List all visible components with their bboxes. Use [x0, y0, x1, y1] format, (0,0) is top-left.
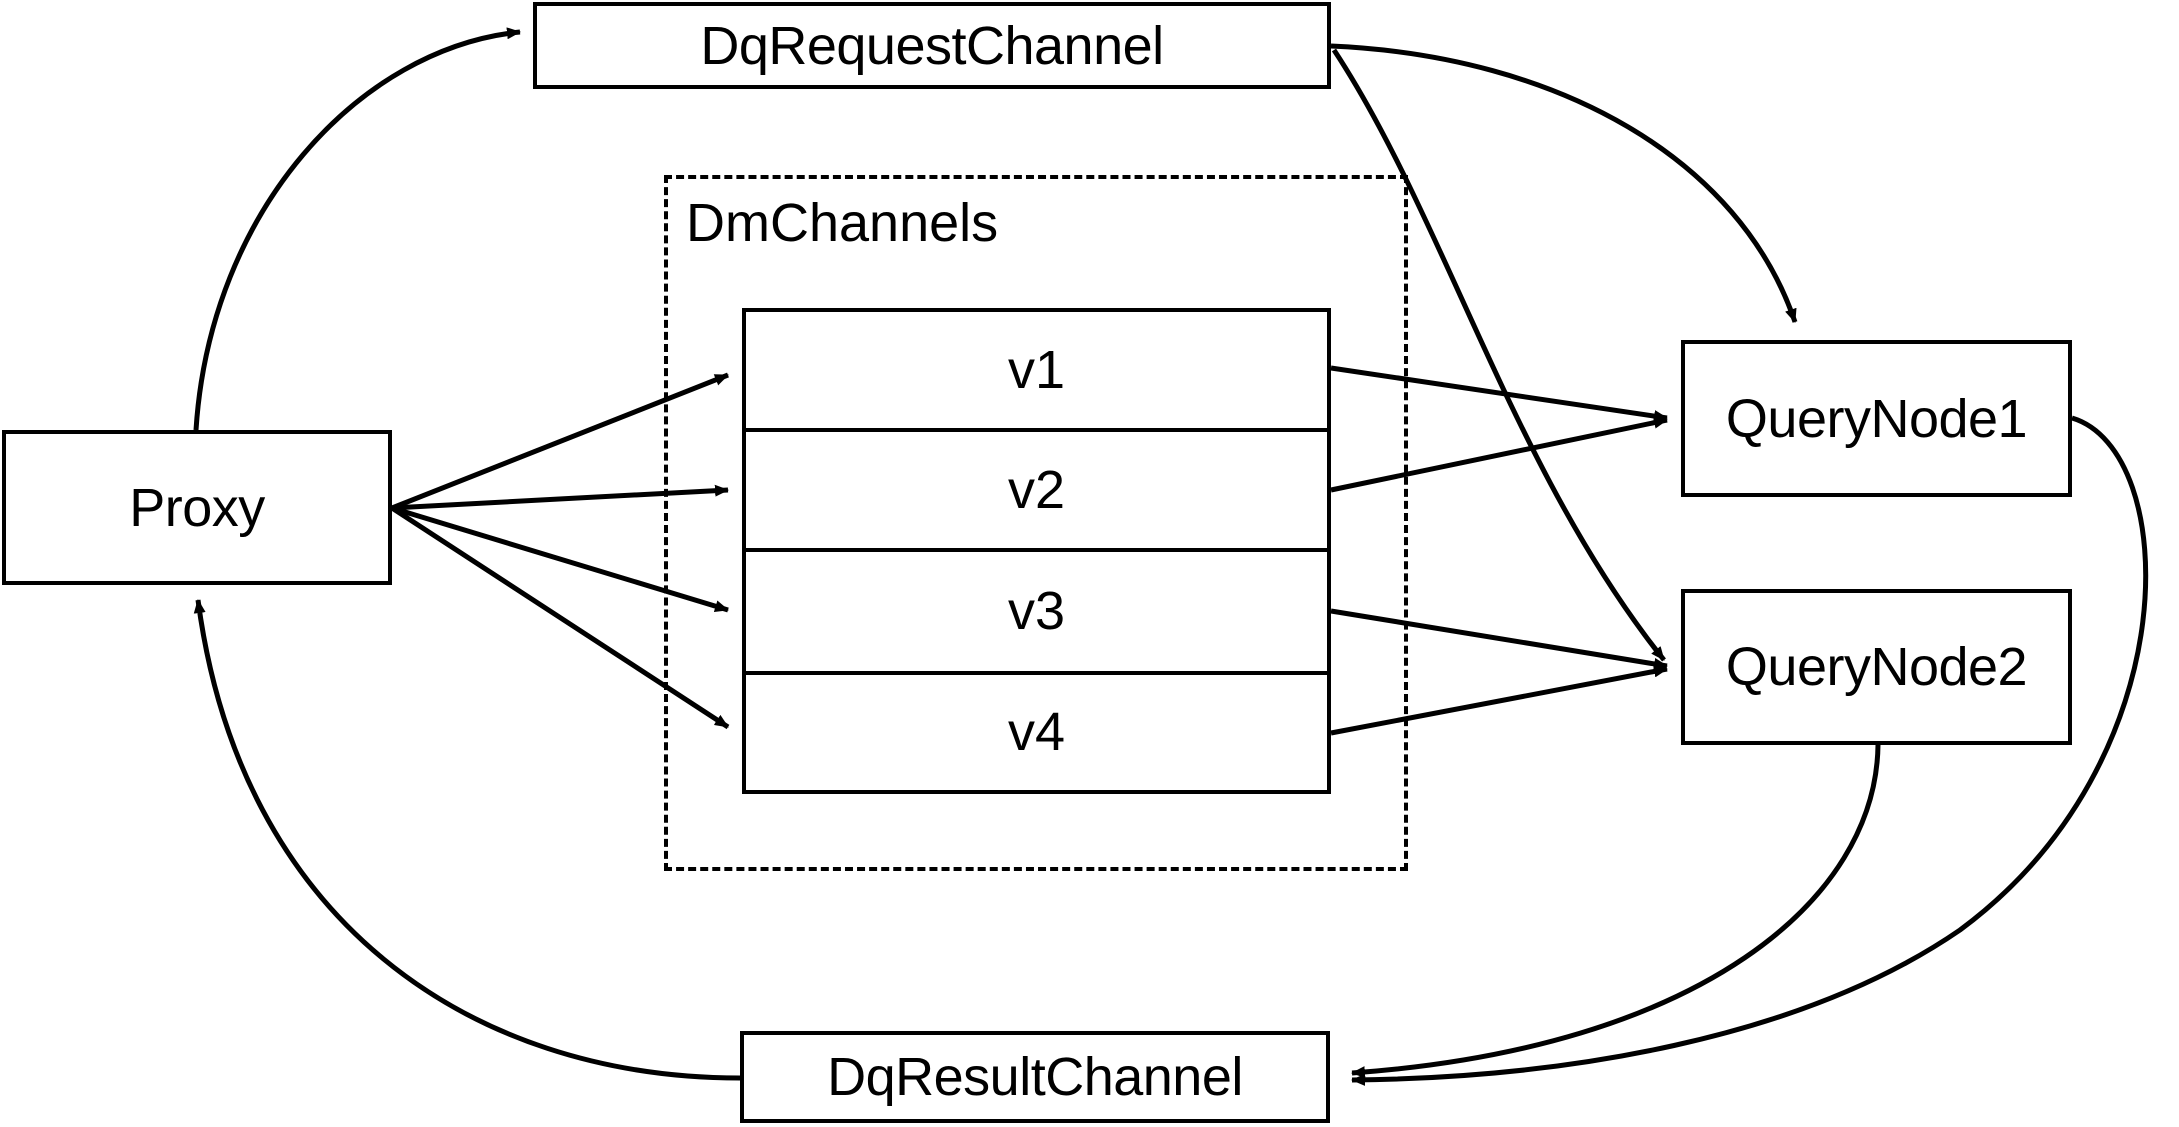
edge-dqrequestchannel-to-querynode2 [1331, 48, 1666, 662]
node-proxy[interactable]: Proxy [2, 430, 392, 585]
node-query-node-1[interactable]: QueryNode1 [1681, 340, 2072, 497]
edge-dqrequestchannel-to-querynode1 [1330, 43, 1798, 323]
edge-proxy-to-v2 [391, 484, 729, 511]
dmchannels-group-label: DmChannels [686, 193, 999, 253]
channel-row-v3[interactable]: v3 [746, 552, 1327, 675]
edge-proxy-to-v1 [391, 372, 729, 511]
channel-row-v2[interactable]: v2 [746, 432, 1327, 552]
edge-v2-to-querynode1 [1330, 416, 1668, 493]
edge-dqresultchannel-to-proxy [193, 599, 741, 1081]
edge-v1-to-querynode1 [1330, 365, 1668, 423]
edge-proxy-to-v3 [391, 505, 729, 613]
edge-proxy-to-v4 [390, 505, 730, 730]
edge-querynode2-to-dqresultchannel [1351, 744, 1881, 1079]
channel-row-v1[interactable]: v1 [746, 312, 1327, 432]
edge-v3-to-querynode2 [1330, 608, 1668, 670]
node-dq-result-channel[interactable]: DqResultChannel [740, 1031, 1330, 1123]
channel-row-v4[interactable]: v4 [1007, 702, 1066, 763]
edge-querynode1-to-dqresultchannel [1351, 415, 2149, 1086]
dm-channel-stack: v1 v2 v3 v4 [742, 308, 1331, 794]
node-query-node-2[interactable]: QueryNode2 [1681, 589, 2072, 745]
edge-proxy-to-dqrequestchannel [193, 27, 521, 431]
edge-v4-to-querynode2 [1330, 665, 1668, 736]
node-dq-request-channel[interactable]: DqRequestChannel [533, 2, 1331, 89]
dmchannels-group [664, 175, 1408, 871]
